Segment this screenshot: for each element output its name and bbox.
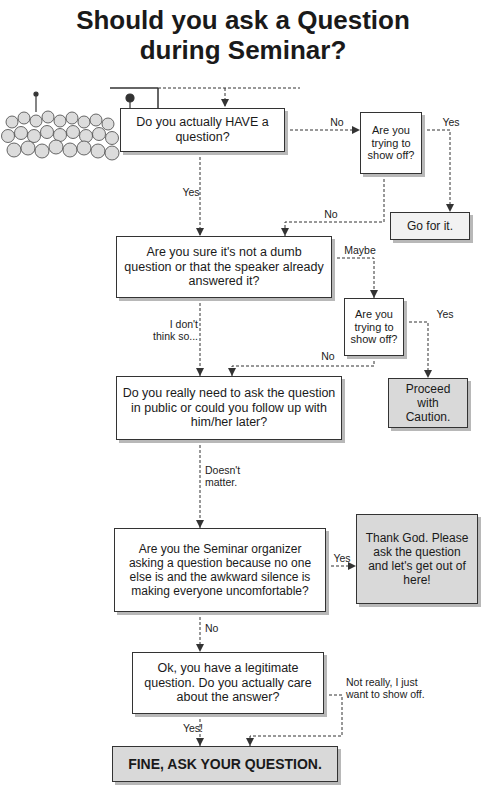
node-body: Thank God. Please ask the question and l… [362,531,472,588]
node-body: Proceed with Caution. [394,382,462,424]
raised-hand [34,92,38,112]
start-line [158,88,300,89]
node-body: Go for it. [407,219,453,233]
node-text: Are you sure it's not a dumb question or… [122,245,326,289]
edge-label: I don't think so... [148,318,198,342]
node-body: Are you trying to show off? [350,308,398,347]
node-text: Do you actually HAVE a question? [126,115,279,145]
decision-box: Do you really need to ask the question i… [116,376,342,440]
decision-box: Ok, you have a legitimate question. Do y… [132,652,324,714]
node-text: Are you the Seminar organizer asking a q… [120,542,320,599]
outcome-box: Go for it. [390,212,470,240]
edge-label: Yes [436,116,466,128]
decision-box: Are you trying to show off? [360,112,422,174]
node-body: Are you trying to show off? [366,124,416,163]
edge-label: Yes [330,552,354,564]
edge-label: Doesn't matter. [205,464,265,488]
dashed-arrow [332,258,374,298]
edge-label: No [205,622,229,634]
node-text: FINE, ASK YOUR QUESTION. [128,756,322,773]
outcome-box: FINE, ASK YOUR QUESTION. [112,746,338,782]
dashed-arrow [422,130,450,212]
node-text: Thank God. Please ask the question and l… [362,531,472,588]
decision-box: Are you trying to show off? [344,298,404,356]
edge-label: No [316,350,340,362]
decision-box: Are you sure it's not a dumb question or… [116,236,332,298]
dashed-arrow [285,174,384,236]
node-body: Do you actually HAVE a question? [126,115,279,145]
edge-label: Yes [176,186,206,198]
edge-label: Yes [430,308,460,320]
node-body: Ok, you have a legitimate question. Do y… [138,661,318,705]
node-text: Are you trying to show off? [366,124,416,163]
edge-label: No [316,208,346,220]
dashed-arrow [404,322,428,378]
dashed-arrow [232,356,374,376]
node-text: Ok, you have a legitimate question. Do y… [138,661,318,705]
node-body: Do you really need to ask the question i… [122,386,336,430]
node-text: Are you trying to show off? [350,308,398,347]
node-body: Are you sure it's not a dumb question or… [122,245,326,289]
dashed-arrow [200,152,201,236]
node-text: Do you really need to ask the question i… [122,386,336,430]
dashed-arrow [200,298,201,376]
node-text: Proceed with Caution. [394,382,462,424]
decision-box: Are you the Seminar organizer asking a q… [114,528,326,612]
edge-label: No [322,116,352,128]
edge-label: Not really, I just want to show off. [346,676,438,700]
dashed-arrow [285,130,360,131]
dashed-arrow [326,566,356,567]
node-body: Are you the Seminar organizer asking a q… [120,542,320,599]
node-body: FINE, ASK YOUR QUESTION. [128,756,322,773]
audience [2,111,120,160]
outcome-box: Thank God. Please ask the question and l… [356,514,478,604]
start-arrow [225,88,226,107]
edge-label: Maybe [338,244,382,256]
chart-title: Should you ask a Question during Seminar… [53,6,433,66]
outcome-box: Proceed with Caution. [388,378,468,428]
node-text: Go for it. [407,219,453,233]
dashed-arrow [200,612,201,652]
dashed-arrow [200,440,201,528]
edge-label: Yes! [178,722,208,734]
decision-box: Do you actually HAVE a question? [120,108,285,152]
